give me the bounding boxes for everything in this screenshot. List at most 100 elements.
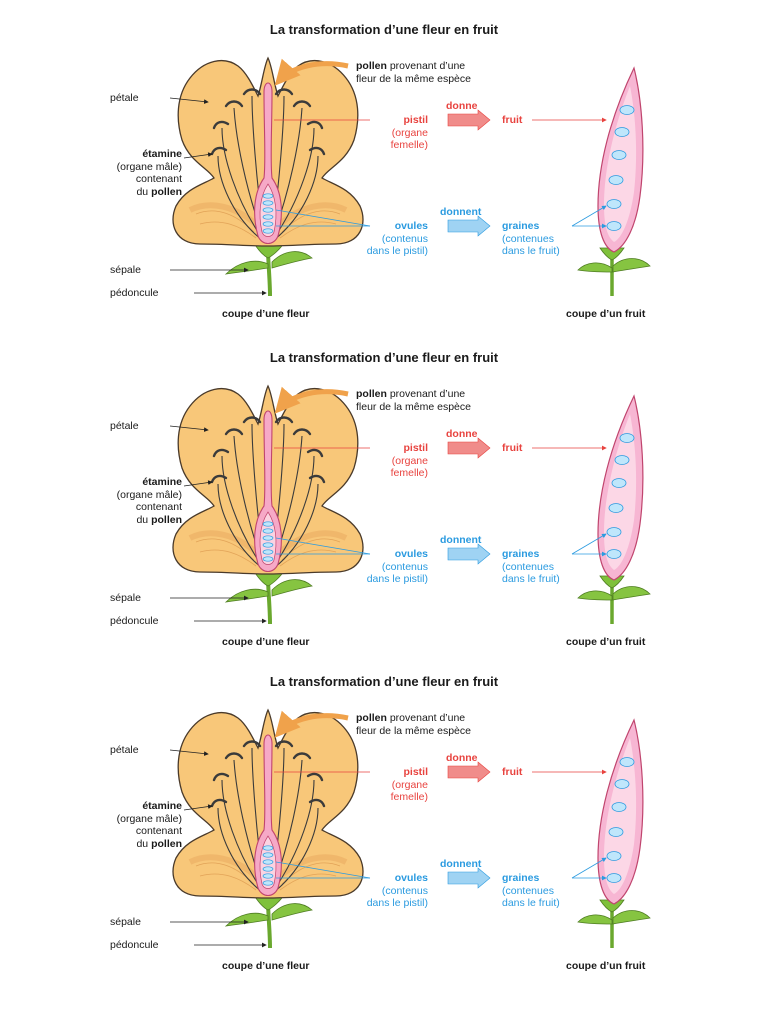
leader-lines-left [169, 97, 267, 296]
petale-label: pétale [110, 744, 139, 756]
graines-label: graines (contenues dans le fruit) [502, 548, 560, 586]
pedoncule-label: pédoncule [110, 939, 159, 951]
fruit-leaf-right [612, 586, 651, 601]
ovules [262, 845, 274, 886]
flower-leaf-right [271, 579, 313, 597]
fruit-seeds [606, 757, 635, 883]
ovules-pointers [275, 537, 371, 555]
fruit-leaf-left [577, 914, 613, 925]
ovules-pointers [275, 861, 371, 879]
diagram-panel-2: La transformation d’une fleur en fruit p… [0, 328, 768, 654]
donne-arrow [447, 437, 491, 459]
pollen-label: pollen provenant d’une [356, 712, 465, 725]
flower-leaf-left [224, 912, 269, 927]
etamine-label-line4: du pollen [90, 514, 182, 527]
pollen-label-bold: pollen [356, 712, 387, 724]
caption-fruit: coupe d’un fruit [566, 960, 646, 972]
fruit-seeds [606, 433, 635, 559]
ovules-label-line2: (contenus [381, 560, 428, 573]
graines-label-line3: dans le fruit) [502, 245, 560, 257]
graines-label-line2: (contenues [502, 560, 554, 573]
flower-leaf-left [224, 260, 269, 275]
etamine-pollen: pollen [151, 185, 182, 198]
graines-label-line2: (contenues [502, 232, 554, 245]
etamine-label-line2: (organe mâle) [116, 488, 182, 501]
petal-veins [195, 210, 341, 239]
ovules-label-line2: (contenus [381, 232, 428, 245]
pollen-arrow [274, 710, 349, 738]
donnent-label: donnent [440, 534, 482, 546]
etamine-du: du [136, 837, 152, 850]
diagram-panel-3: La transformation d’une fleur en fruit p… [0, 652, 768, 978]
caption-flower: coupe d’une fleur [222, 960, 310, 972]
fruit-sepal [599, 575, 625, 589]
etamine-label-line3: contenant [135, 173, 182, 185]
fruit-label: fruit [502, 766, 523, 778]
pollen-label-bold: pollen [356, 60, 387, 72]
etamine-du: du [136, 185, 152, 198]
etamine-du: du [136, 513, 152, 526]
petale-label: pétale [110, 420, 139, 432]
pistil-label-line2: (organe [391, 454, 428, 467]
graines-label: graines (contenues dans le fruit) [502, 872, 560, 910]
etamine-label-line2: (organe mâle) [116, 812, 182, 825]
pollen-label: pollen provenant d’une [356, 388, 465, 401]
petale-label: pétale [110, 92, 139, 104]
diagram-title: La transformation d’une fleur en fruit [269, 674, 499, 689]
ovules [262, 193, 274, 234]
ovules-label: ovules (contenus dans le pistil) [336, 872, 428, 910]
pollen-arrow [274, 58, 349, 86]
donnent-arrow [447, 543, 491, 565]
ovules-label-bold: ovules [394, 872, 428, 884]
graines-label-line3: dans le fruit) [502, 573, 560, 585]
ovules-label-bold: ovules [394, 220, 428, 232]
fruit-leaf-left [577, 590, 613, 601]
flower-leaf-right [271, 251, 313, 269]
fruit-label: fruit [502, 442, 523, 454]
stamen-anthers [210, 88, 326, 156]
leader-lines-left [169, 425, 267, 624]
donnent-label: donnent [440, 206, 482, 218]
caption-flower: coupe d’une fleur [222, 636, 310, 648]
ovules-label: ovules (contenus dans le pistil) [336, 220, 428, 258]
pistil-label: pistil (organe femelle) [336, 114, 428, 152]
etamine-label: étamine (organe mâle) contenant du polle… [90, 800, 182, 850]
fruit-seeds [606, 105, 635, 231]
pistil-label-bold: pistil [403, 114, 428, 126]
pistil-label-line3: femelle) [390, 791, 428, 803]
caption-fruit: coupe d’un fruit [566, 636, 646, 648]
ovules [262, 521, 274, 562]
caption-fruit: coupe d’un fruit [566, 308, 646, 320]
donne-arrow [447, 109, 491, 131]
flower-leaf-right [271, 903, 313, 921]
leader-lines-left [169, 749, 267, 948]
pistil-label-line3: femelle) [390, 467, 428, 479]
pollen-label-line2: fleur de la même espèce [356, 401, 471, 413]
caption-flower: coupe d’une fleur [222, 308, 310, 320]
sepale-label: sépale [110, 592, 141, 604]
petal-veins [195, 538, 341, 567]
pistil-label-bold: pistil [403, 442, 428, 454]
pollen-label-rest: provenant d’une [386, 712, 466, 724]
pollen-label: pollen provenant d’une [356, 60, 465, 73]
pistil-label: pistil (organe femelle) [336, 442, 428, 480]
sepale-label: sépale [110, 264, 141, 276]
ovules-pointers [275, 209, 371, 227]
pollen-arrow [274, 386, 349, 414]
pollen-label-line2: fleur de la même espèce [356, 725, 471, 737]
pedoncule-label: pédoncule [110, 287, 159, 299]
graines-label-line3: dans le fruit) [502, 897, 560, 909]
diagram-graphic [169, 384, 651, 625]
donnent-label: donnent [440, 858, 482, 870]
pollen-label-bold: pollen [356, 388, 387, 400]
graines-pointers [571, 205, 607, 229]
donne-label: donne [446, 752, 478, 764]
graines-label-line2: (contenues [502, 884, 554, 897]
pistil-label-bold: pistil [403, 766, 428, 778]
flower-leaf-left [224, 588, 269, 603]
ovules-label-line2: (contenus [381, 884, 428, 897]
etamine-label-line4: du pollen [90, 838, 182, 851]
etamine-label-line3: contenant [135, 825, 182, 837]
fruit-sepal [599, 899, 625, 913]
graines-label-bold: graines [502, 548, 540, 560]
